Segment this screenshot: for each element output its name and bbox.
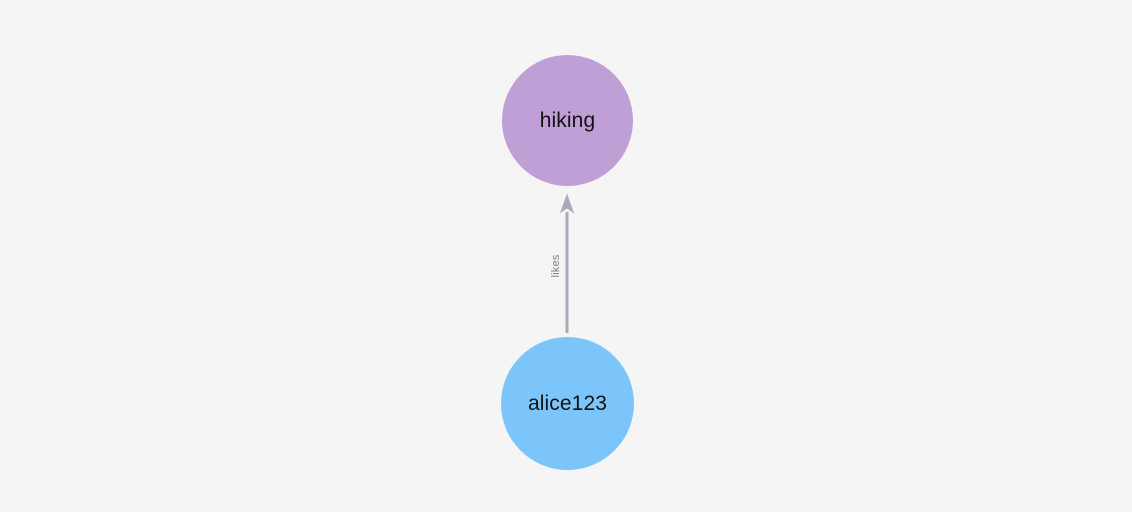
graph-node-hiking[interactable]: hiking: [502, 55, 633, 186]
node-label: alice123: [527, 392, 608, 415]
node-label: hiking: [539, 109, 596, 132]
edge-alice123-likes-hiking[interactable]: [559, 193, 575, 334]
edge-label-likes: likes: [550, 254, 562, 278]
edge-arrowhead-icon: [559, 193, 575, 214]
graph-node-alice123[interactable]: alice123: [501, 337, 634, 470]
